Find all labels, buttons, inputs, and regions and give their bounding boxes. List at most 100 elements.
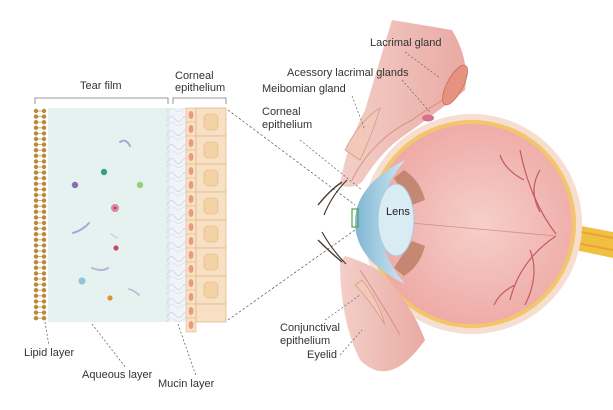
- cell-nucleus: [189, 307, 194, 315]
- cell-nucleus: [189, 139, 194, 147]
- lipid-bead: [34, 193, 38, 197]
- cell-nucleus: [189, 237, 194, 245]
- tear-film-panel: [34, 108, 226, 332]
- lipid-bead: [34, 198, 38, 202]
- meibomian-gland-label: Meibomian gland: [262, 83, 346, 96]
- lipid-bead: [42, 260, 46, 264]
- cell-nucleus: [189, 223, 194, 231]
- lipid-bead: [42, 294, 46, 298]
- lipid-bead: [34, 120, 38, 124]
- aqueous-layer: [48, 108, 170, 322]
- cell-nucleus: [204, 226, 218, 242]
- lacrimal-gland-label: Lacrimal gland: [370, 37, 442, 50]
- lipid-bead: [34, 126, 38, 130]
- lipid-bead: [42, 288, 46, 292]
- lipid-bead: [42, 226, 46, 230]
- lipid-bead: [42, 238, 46, 242]
- lipid-bead: [42, 109, 46, 113]
- cell-nucleus: [189, 293, 194, 301]
- cell-nucleus: [204, 142, 218, 158]
- lipid-bead: [42, 187, 46, 191]
- lipid-bead: [34, 109, 38, 113]
- lipid-layer: [34, 109, 46, 321]
- lens-label: Lens: [386, 206, 410, 219]
- cell-nucleus: [204, 114, 218, 130]
- tear-film-bracket: [35, 98, 226, 104]
- lipid-bead: [34, 142, 38, 146]
- lipid-bead: [42, 305, 46, 309]
- lipid-bead: [42, 154, 46, 158]
- zoom-lines: [228, 110, 355, 320]
- lipid-layer-label: Lipid layer: [24, 347, 74, 360]
- accessory-lacrimal-gland: [422, 115, 434, 122]
- conjunctival-epithelium-label-line2: epithelium: [280, 335, 330, 348]
- lipid-bead: [34, 159, 38, 163]
- lipid-bead: [42, 282, 46, 286]
- lipid-bead: [34, 215, 38, 219]
- cell-nucleus: [204, 198, 218, 214]
- lipid-bead: [42, 176, 46, 180]
- lipid-bead: [42, 114, 46, 118]
- lipid-bead: [34, 310, 38, 314]
- lipid-bead: [34, 170, 38, 174]
- lipid-bead: [42, 148, 46, 152]
- lipid-bead: [34, 266, 38, 270]
- cell-nucleus: [189, 125, 194, 133]
- cell-nucleus: [189, 209, 194, 217]
- lipid-bead: [42, 204, 46, 208]
- lipid-bead: [34, 260, 38, 264]
- cell-nucleus: [189, 251, 194, 259]
- lipid-bead: [34, 154, 38, 158]
- lipid-bead: [34, 294, 38, 298]
- lipid-bead: [34, 232, 38, 236]
- columnar-cell: [196, 304, 226, 322]
- cell-nucleus: [189, 181, 194, 189]
- lipid-bead: [42, 142, 46, 146]
- cell-nucleus: [189, 153, 194, 161]
- lipid-bead: [42, 170, 46, 174]
- lipid-bead: [42, 131, 46, 135]
- cell-nucleus: [189, 111, 194, 119]
- cell-nucleus: [189, 195, 194, 203]
- mucin-layer-label: Mucin layer: [158, 378, 214, 391]
- lipid-bead: [42, 198, 46, 202]
- epithelium-cells: [186, 108, 226, 332]
- lipid-bead: [34, 226, 38, 230]
- cell-nucleus: [189, 279, 194, 287]
- lipid-bead: [34, 299, 38, 303]
- lens: [378, 184, 414, 256]
- lipid-bead: [42, 120, 46, 124]
- lipid-bead: [42, 277, 46, 281]
- cell-nucleus: [204, 254, 218, 270]
- lipid-bead: [42, 243, 46, 247]
- lipid-bead: [34, 271, 38, 275]
- lipid-bead: [34, 204, 38, 208]
- eyelid-label: Eyelid: [307, 349, 337, 362]
- lipid-bead: [42, 232, 46, 236]
- lipid-bead: [34, 165, 38, 169]
- lipid-bead: [34, 243, 38, 247]
- lipid-bead: [34, 221, 38, 225]
- lipid-bead: [34, 305, 38, 309]
- corneal-epithelium-top-label-line2: epithelium: [175, 82, 225, 95]
- lipid-bead: [34, 277, 38, 281]
- lipid-bead: [34, 176, 38, 180]
- corneal-epithelium-mid-label-line1: Corneal: [262, 106, 301, 119]
- lipid-bead: [42, 210, 46, 214]
- aqueous-layer-label: Aqueous layer: [82, 369, 152, 382]
- lipid-bead: [42, 221, 46, 225]
- conjunctival-epithelium-label-line1: Conjunctival: [280, 322, 340, 335]
- corneal-epithelium-mid-label-line2: epithelium: [262, 119, 312, 132]
- lipid-bead: [34, 238, 38, 242]
- lipid-bead: [34, 254, 38, 258]
- lipid-bead: [34, 182, 38, 186]
- lipid-bead: [34, 114, 38, 118]
- cell-nucleus: [189, 265, 194, 273]
- lipid-bead: [42, 254, 46, 258]
- lipid-bead: [42, 249, 46, 253]
- lipid-bead: [42, 126, 46, 130]
- lipid-bead: [42, 310, 46, 314]
- lipid-bead: [42, 193, 46, 197]
- cell-nucleus: [189, 167, 194, 175]
